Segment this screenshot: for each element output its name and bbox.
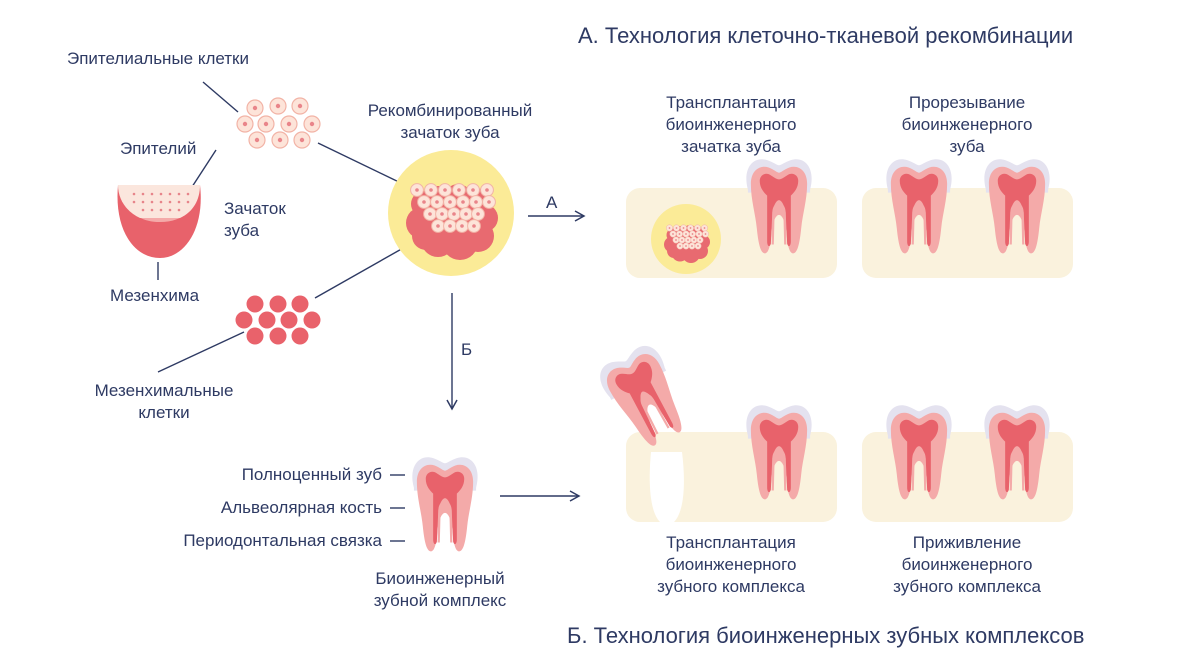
caption-eruption-1: Прорезывание [908, 93, 1026, 112]
caption-engraftment-3: зубного комплекса [893, 577, 1041, 596]
caption-engraftment-1: Приживление [912, 533, 1022, 552]
caption-eruption-3: зуба [949, 137, 985, 156]
mesenchymal-cell [269, 327, 287, 345]
label-recombined-germ-1: Рекомбинированный [367, 101, 533, 120]
label-epithelium: Эпителий [120, 139, 197, 158]
caption-transplant-germ-3: зачатка зуба [681, 137, 781, 156]
label-tooth-germ-2: зуба [224, 221, 260, 240]
mesenchymal-cells-cluster [235, 295, 321, 345]
panel-transplant-germ [626, 159, 837, 278]
caption-transplant-complex-2: биоинженерного [665, 555, 797, 574]
caption-transplant-germ-1: Трансплантация [666, 93, 796, 112]
mesenchymal-cell [303, 311, 321, 329]
label-arrow-a: А [546, 193, 558, 212]
tooth-germ-diagram [117, 185, 201, 258]
label-full-tooth: Полноценный зуб [241, 465, 382, 484]
panel-transplant-complex [594, 340, 837, 522]
mesenchymal-cell [235, 311, 253, 329]
panel-eruption [862, 159, 1073, 278]
title-recombination: А. Технология клеточно-тканевой рекомбин… [578, 23, 1074, 48]
panel-engraftment [862, 405, 1073, 522]
label-alveolar-bone: Альвеолярная кость [220, 498, 382, 517]
recombined-germ [388, 150, 514, 276]
mesenchymal-cell [291, 327, 309, 345]
mesenchymal-cell [258, 311, 276, 329]
caption-transplant-complex-3: зубного комплекса [657, 577, 805, 596]
epithelial-cells-cluster [236, 97, 321, 149]
label-bioengineered-complex-2: зубной комплекс [373, 591, 507, 610]
caption-transplant-complex-1: Трансплантация [666, 533, 796, 552]
label-recombined-germ-2: зачаток зуба [400, 123, 500, 142]
caption-engraftment-2: биоинженерного [901, 555, 1033, 574]
mesenchymal-cell [280, 311, 298, 329]
label-mesenchyme: Мезенхима [110, 286, 200, 305]
label-tooth-germ-1: Зачаток [224, 199, 286, 218]
label-periodontal-ligament: Периодонтальная связка [183, 531, 382, 550]
label-mesenchymal-cells-1: Мезенхимальные [94, 381, 234, 400]
mesenchymal-cell [246, 327, 264, 345]
bioengineered-tooth-complex [412, 457, 478, 552]
mesenchymal-cell [269, 295, 287, 313]
caption-transplant-germ-2: биоинженерного [665, 115, 797, 134]
label-arrow-b: Б [461, 340, 473, 359]
caption-eruption-2: биоинженерного [901, 115, 1033, 134]
mesenchymal-cell [291, 295, 309, 313]
title-bioengineered-complex: Б. Технология биоинженерных зубных компл… [567, 623, 1085, 648]
mesenchymal-cell [246, 295, 264, 313]
label-bioengineered-complex-1: Биоинженерный [375, 569, 505, 588]
label-mesenchymal-cells-2: клетки [138, 403, 190, 422]
label-epithelial-cells: Эпителиальные клетки [67, 49, 249, 68]
